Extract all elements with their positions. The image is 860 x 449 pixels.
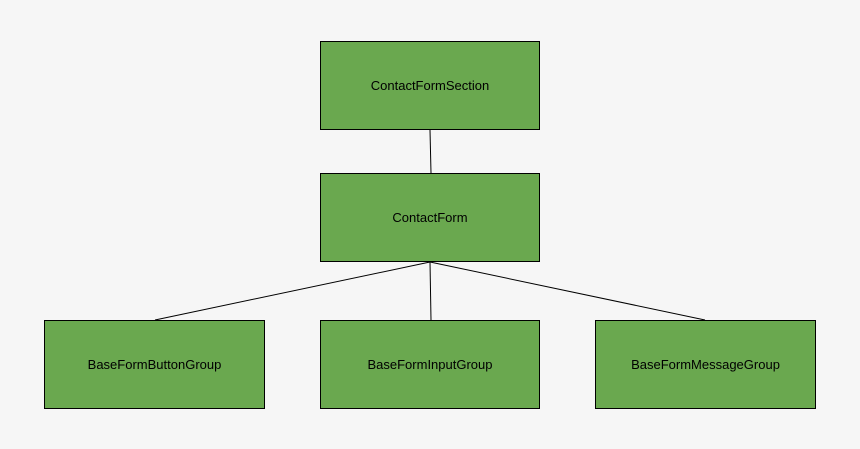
node-label: ContactForm	[392, 210, 468, 225]
node-label: BaseFormInputGroup	[367, 357, 493, 372]
node-label: ContactFormSection	[370, 78, 490, 93]
node-base-form-button-group: BaseFormButtonGroup	[44, 320, 265, 409]
node-base-form-input-group: BaseFormInputGroup	[320, 320, 540, 409]
edge-form-to-button-group	[154, 261, 431, 321]
edge-form-to-message-group	[429, 261, 706, 321]
node-contact-form: ContactForm	[320, 173, 540, 262]
edge-root-to-form	[429, 129, 432, 174]
node-label: BaseFormMessageGroup	[631, 357, 780, 372]
node-label: BaseFormButtonGroup	[87, 357, 222, 372]
node-contact-form-section: ContactFormSection	[320, 41, 540, 130]
edge-form-to-input-group	[429, 261, 432, 321]
node-base-form-message-group: BaseFormMessageGroup	[595, 320, 816, 409]
